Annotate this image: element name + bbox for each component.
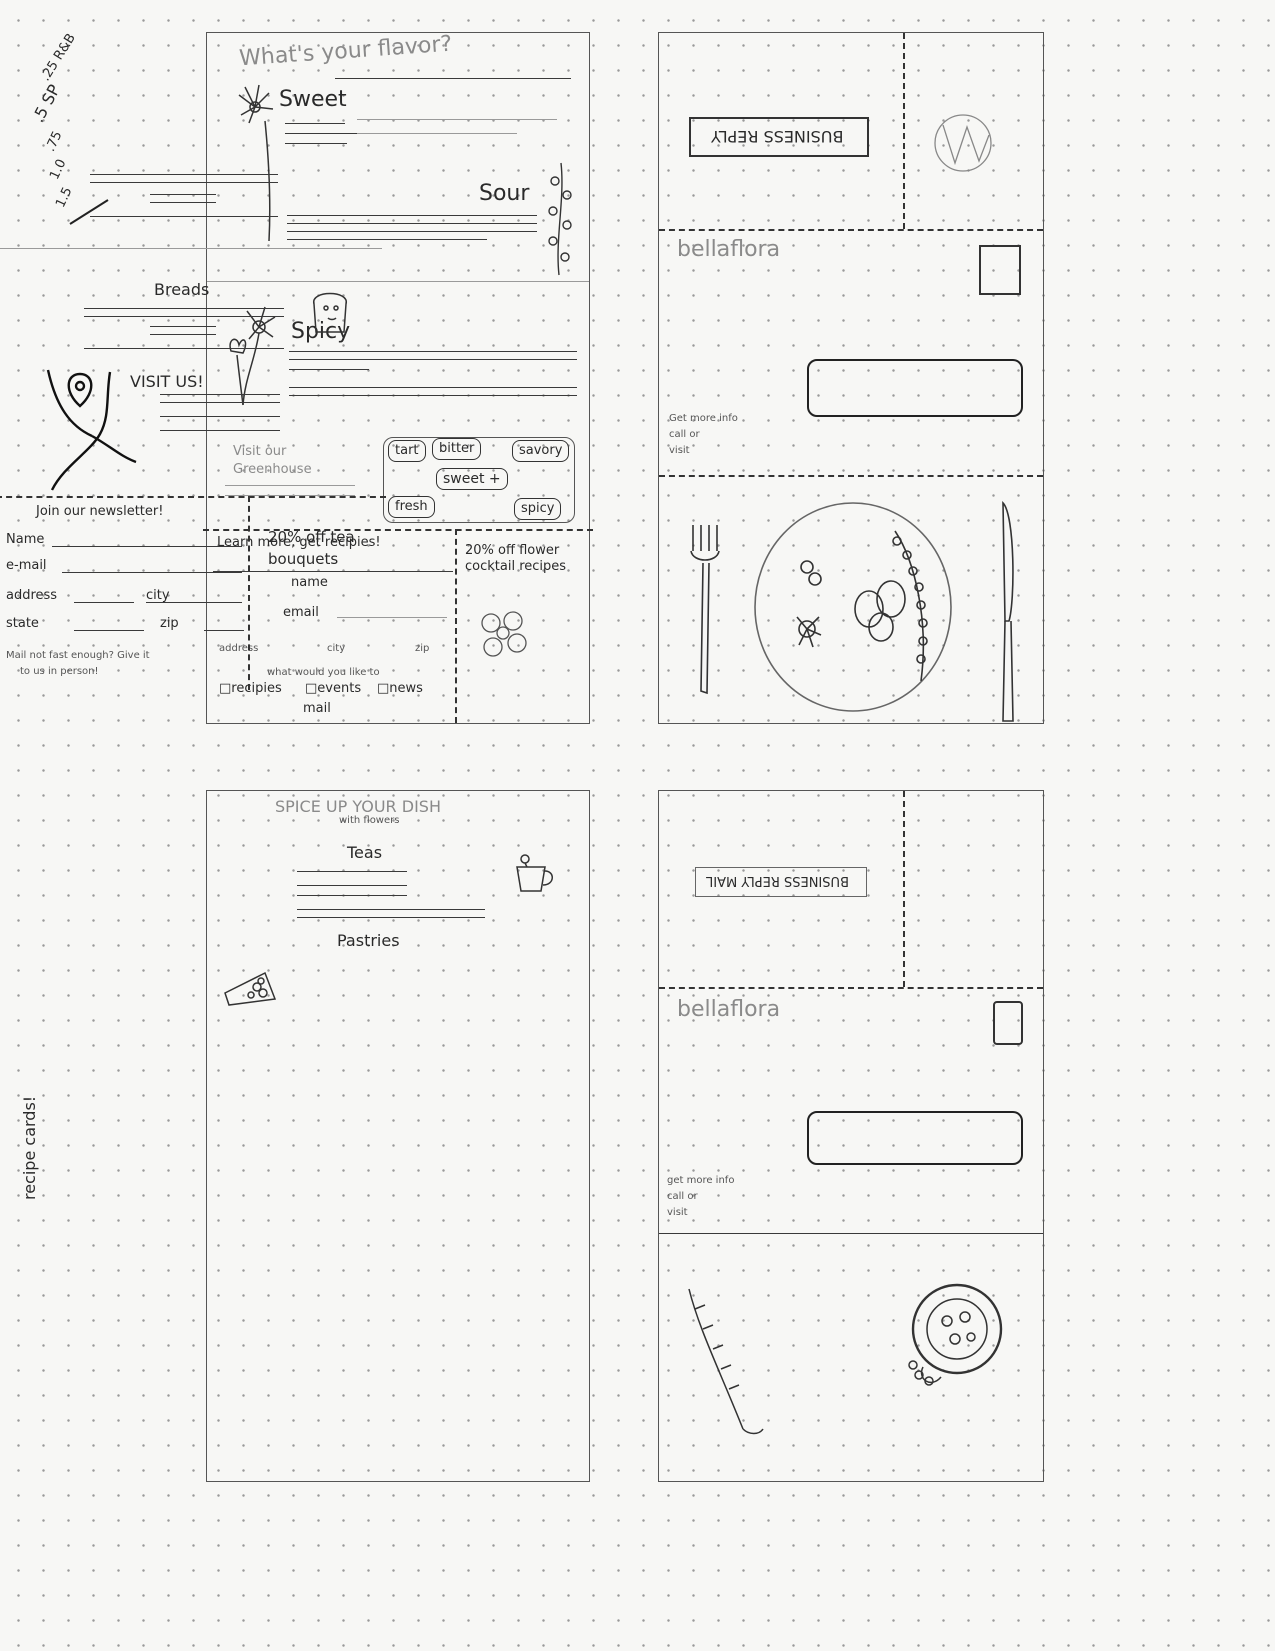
sheet2-name-field[interactable] xyxy=(52,546,242,547)
sheet1-zip-label: zip xyxy=(415,643,430,654)
postmark-circle-icon xyxy=(934,114,992,172)
sheet2-business-reply-box: BUSINESS REPLY MAIL xyxy=(695,867,867,897)
sheet2-name-label: Name xyxy=(6,532,45,547)
sheet2-subtitle: with flowers xyxy=(339,815,400,826)
sheet2-title: SPICE UP YOUR DISH xyxy=(275,797,441,816)
sheet2-business-reply-text: BUSINESS REPLY MAIL xyxy=(706,873,849,888)
sheet2-address-box xyxy=(807,1111,1023,1165)
option-recipies[interactable]: □recipies xyxy=(219,681,282,696)
sheet2-address-label: address xyxy=(6,588,58,603)
sheet1-info-1: Get more info xyxy=(669,413,738,424)
sheet1-info-2: call or xyxy=(669,429,700,440)
sheet1-info-3: visit xyxy=(669,445,690,456)
pastry-slice-icon xyxy=(224,971,277,1006)
sheet2-note-2: to us in person! xyxy=(20,666,99,677)
sheet1-title: What's your flavor? xyxy=(238,31,453,72)
sheet2-email-label: e-mail xyxy=(6,558,47,573)
plate-icon xyxy=(754,502,952,712)
option-news[interactable]: □news xyxy=(377,681,423,696)
sheet2-zip-field[interactable] xyxy=(204,630,244,631)
tea-setting-illustration xyxy=(688,1283,1003,1435)
flavor-chip-spicy[interactable]: spicy xyxy=(514,498,562,520)
sheet1-front-panel: What's your flavor? Sweet Sour xyxy=(203,31,593,724)
sheet1-business-reply-text: BUSINESS REPLY xyxy=(711,127,844,146)
sheet2-info-1: get more info xyxy=(667,1175,735,1186)
vine-sprig-icon xyxy=(548,162,572,276)
spoon-icon xyxy=(688,1288,744,1430)
sour-heading: Sour xyxy=(479,181,530,206)
tea-cup-top-icon xyxy=(911,1283,1003,1375)
pastries-heading: Pastries xyxy=(337,931,400,950)
knife-icon xyxy=(1002,501,1014,622)
sheet1-back-panel: BUSINESS REPLY bellaflora Get more info … xyxy=(658,32,1044,724)
map-pin-icon xyxy=(46,369,137,491)
place-setting-illustration xyxy=(690,501,1014,722)
margin-notes-top: .25 R&B .5 SP .75 1.0 1.5 xyxy=(22,31,132,232)
sheet1-name-label: name xyxy=(291,575,328,590)
margin-slash-icon xyxy=(69,199,109,225)
sheet1-city-label: city xyxy=(327,643,346,654)
cocktail-flower-icon xyxy=(481,611,527,657)
flavor-chip-sweet[interactable]: sweet + xyxy=(436,468,508,490)
sheet2-address-field[interactable] xyxy=(74,602,134,603)
flavor-chip-fresh[interactable]: fresh xyxy=(388,496,435,518)
sheet2-note: Mail not fast enough? Give it xyxy=(6,650,150,661)
sheet2-email-field[interactable] xyxy=(62,572,242,573)
visit-us-heading: VISIT US! xyxy=(130,372,204,391)
sheet2-front-panel: SPICE UP YOUR DISH with flowers Teas Pas… xyxy=(206,790,590,1482)
sheet2-state-label: state xyxy=(6,616,39,631)
fork-icon xyxy=(692,525,718,551)
sheet1-address-label: address xyxy=(219,643,259,654)
sheet1-email-label: email xyxy=(283,605,319,620)
flavor-chip-area: tart bitter savory sweet + fresh spicy xyxy=(383,437,575,523)
teas-heading: Teas xyxy=(347,843,383,862)
sheet1-interest-label: what would you like to xyxy=(267,667,380,678)
flower-pair-icon xyxy=(229,306,276,406)
breads-heading: Breads xyxy=(154,280,210,299)
sheet1-address-box xyxy=(807,359,1023,417)
sheet2-info-3: visit xyxy=(667,1207,688,1218)
flavor-chip-savory[interactable]: savory xyxy=(512,440,570,462)
sheet1-form-title: Learn more, get recipies! xyxy=(217,535,381,550)
daisy-stem-icon xyxy=(238,84,274,242)
flavor-chip-bitter[interactable]: bitter xyxy=(432,438,482,460)
sheet1-visit-text: Visit our Greenhouse xyxy=(233,444,312,477)
sheet2-info-2: call or xyxy=(667,1191,698,1202)
sheet2-form-title: Join our newsletter! xyxy=(36,504,164,519)
sheet1-coupon-text: 20% off flower cocktail recipes xyxy=(465,543,567,574)
sheet1-stamp-box xyxy=(979,245,1021,295)
sweet-heading: Sweet xyxy=(279,87,347,112)
bread-slice-icon xyxy=(313,292,347,333)
sheet2-city-label: city xyxy=(146,588,170,603)
sheet2-stamp-box xyxy=(993,1001,1023,1045)
option-events[interactable]: □events xyxy=(305,681,362,696)
sheet1-mail-label: mail xyxy=(303,701,331,716)
sheet2-state-field[interactable] xyxy=(74,630,144,631)
sheet1-business-reply-box: BUSINESS REPLY xyxy=(689,117,869,157)
sheet2-back-panel: BUSINESS REPLY MAIL bellaflora get more … xyxy=(658,790,1044,1482)
sheet2-zip-label: zip xyxy=(160,616,179,631)
sheet2-city-field[interactable] xyxy=(146,602,242,603)
margin-note-recipe-cards: recipe cards! xyxy=(20,1095,39,1200)
sheet1-brand: bellaflora xyxy=(677,237,781,262)
sheet2-coupon-text: 20% off tea bouquets xyxy=(268,528,355,568)
flavor-chip-tart[interactable]: tart xyxy=(388,440,426,462)
sheet2-brand: bellaflora xyxy=(677,997,781,1022)
tea-cup-icon xyxy=(516,854,553,892)
